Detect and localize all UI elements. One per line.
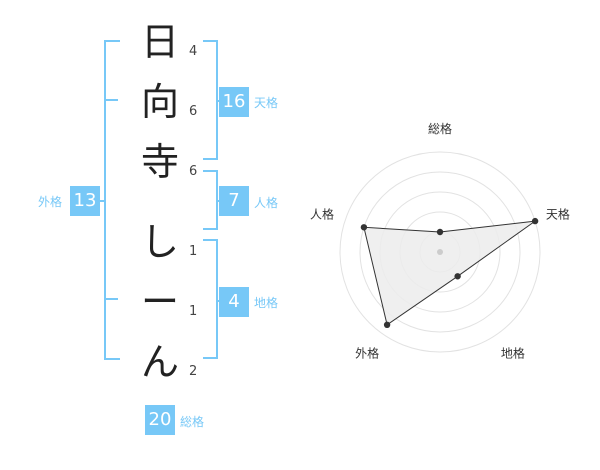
radar-point-3	[454, 273, 461, 280]
radar-axis-label-4: 外格	[355, 345, 379, 360]
chikaku-label: 地格	[254, 296, 279, 310]
name-char-4: し	[140, 220, 179, 264]
radar-axis-label-3: 地格	[501, 345, 525, 360]
gaikaku-badge: 13	[70, 186, 100, 216]
gaikaku-bracket-tick-bottom	[104, 298, 118, 300]
radar-axis-label-5: 人格	[310, 207, 334, 222]
stroke-count-5: 1	[189, 304, 198, 319]
radar-point-1	[436, 228, 444, 236]
soukaku-label: 総格	[180, 415, 205, 429]
stroke-count-3: 6	[189, 164, 198, 179]
name-char-5: ー	[140, 280, 179, 324]
radar-axis-label-2: 天格	[546, 207, 570, 222]
name-char-2: 向	[140, 80, 179, 124]
name-char-6: ん	[140, 340, 179, 384]
stroke-count-2: 6	[189, 104, 198, 119]
radar-area	[363, 220, 536, 326]
radar-point-5	[360, 224, 368, 231]
stroke-count-6: 2	[189, 364, 198, 379]
chikaku-bracket	[203, 239, 218, 359]
stroke-count-1: 4	[189, 44, 198, 59]
jinkaku-label: 人格	[254, 196, 279, 210]
radar-point-2	[531, 217, 539, 225]
name-char-3: 寺	[140, 140, 179, 184]
tenkaku-label: 天格	[254, 96, 279, 110]
gaikaku-label: 外格	[38, 195, 63, 209]
stroke-count-4: 1	[189, 244, 198, 259]
name-char-1: 日	[140, 20, 179, 64]
radar-point-4	[383, 321, 391, 329]
gaikaku-bracket-tick-top	[104, 99, 118, 101]
radar-center-dot	[437, 249, 443, 255]
tenkaku-badge: 16	[219, 87, 249, 117]
jinkaku-badge: 7	[219, 186, 249, 216]
soukaku-badge: 20	[145, 405, 175, 435]
radar-axis-label-1: 総格	[428, 121, 452, 136]
gaikaku-connector	[99, 200, 106, 202]
radar-ring-4	[359, 171, 521, 333]
radar-ring-5	[339, 151, 541, 353]
chikaku-badge: 4	[219, 287, 249, 317]
